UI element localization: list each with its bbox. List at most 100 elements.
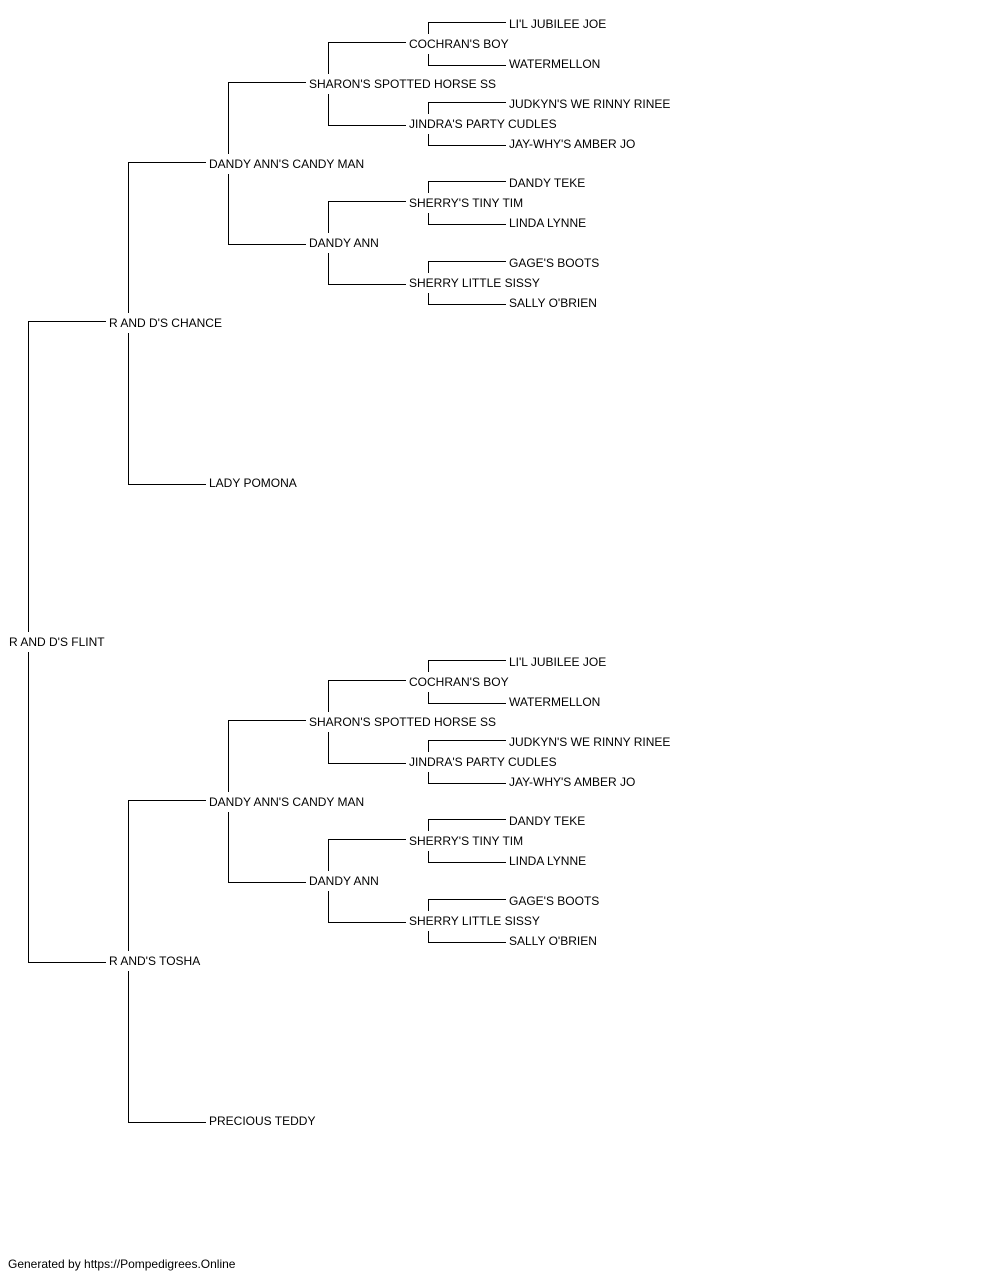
connector-line <box>128 333 129 484</box>
horse-name: LINDA LYNNE <box>508 854 588 868</box>
connector-line <box>328 922 406 923</box>
connector-line <box>328 680 406 681</box>
footer-credit: Generated by https://Pompedigrees.Online <box>8 1257 236 1271</box>
connector-line <box>428 102 429 114</box>
horse-name: JINDRA'S PARTY CUDLES <box>408 755 558 769</box>
connector-line <box>228 882 306 883</box>
connector-line <box>328 763 406 764</box>
connector-line <box>428 942 506 943</box>
horse-name: SHERRY LITTLE SISSY <box>408 914 541 928</box>
connector-line <box>428 134 429 145</box>
horse-name: DANDY TEKE <box>508 176 587 190</box>
connector-line <box>328 839 329 871</box>
horse-name: JINDRA'S PARTY CUDLES <box>408 117 558 131</box>
horse-name: SHERRY'S TINY TIM <box>408 834 525 848</box>
horse-name: PRECIOUS TEDDY <box>208 1114 317 1128</box>
horse-name: LADY POMONA <box>208 476 298 490</box>
connector-line <box>428 293 429 304</box>
horse-name: SALLY O'BRIEN <box>508 934 598 948</box>
connector-line <box>428 819 506 820</box>
connector-line <box>128 484 206 485</box>
connector-line <box>428 65 506 66</box>
connector-line <box>328 680 329 712</box>
horse-name: GAGE'S BOOTS <box>508 894 601 908</box>
connector-line <box>128 1122 206 1123</box>
connector-line <box>228 174 229 244</box>
horse-name: SHARON'S SPOTTED HORSE SS <box>308 77 497 91</box>
connector-line <box>428 22 506 23</box>
horse-name: JUDKYN'S WE RINNY RINEE <box>508 97 672 111</box>
connector-line <box>428 740 506 741</box>
connector-line <box>328 284 406 285</box>
connector-line <box>228 82 306 83</box>
connector-line <box>128 800 206 801</box>
connector-line <box>228 720 306 721</box>
connector-line <box>328 732 329 763</box>
horse-name: SHERRY LITTLE SISSY <box>408 276 541 290</box>
horse-name: SHARON'S SPOTTED HORSE SS <box>308 715 497 729</box>
connector-line <box>328 42 329 74</box>
connector-line <box>228 720 229 792</box>
horse-name: DANDY ANN'S CANDY MAN <box>208 795 366 809</box>
horse-name: WATERMELLON <box>508 57 602 71</box>
horse-name: LI'L JUBILEE JOE <box>508 655 608 669</box>
connector-line <box>328 839 406 840</box>
horse-name: LINDA LYNNE <box>508 216 588 230</box>
connector-line <box>428 703 506 704</box>
connector-line <box>428 660 429 672</box>
horse-name: DANDY ANN'S CANDY MAN <box>208 157 366 171</box>
connector-line <box>228 812 229 882</box>
connector-line <box>328 42 406 43</box>
horse-name: DANDY TEKE <box>508 814 587 828</box>
horse-name: COCHRAN'S BOY <box>408 37 510 51</box>
connector-line <box>428 304 506 305</box>
connector-line <box>428 740 429 752</box>
connector-line <box>428 851 429 862</box>
connector-line <box>128 162 206 163</box>
connector-line <box>28 652 29 962</box>
connector-line <box>128 162 129 313</box>
connector-line <box>428 181 506 182</box>
connector-line <box>28 962 106 963</box>
connector-line <box>428 22 429 34</box>
horse-name: R AND'S TOSHA <box>108 954 202 968</box>
connector-line <box>428 102 506 103</box>
connector-line <box>428 224 506 225</box>
horse-name: SALLY O'BRIEN <box>508 296 598 310</box>
horse-name: SHERRY'S TINY TIM <box>408 196 525 210</box>
connector-line <box>428 783 506 784</box>
connector-line <box>228 244 306 245</box>
horse-name: JUDKYN'S WE RINNY RINEE <box>508 735 672 749</box>
connector-line <box>128 971 129 1122</box>
connector-line <box>228 82 229 154</box>
horse-name: LI'L JUBILEE JOE <box>508 17 608 31</box>
connector-line <box>328 253 329 284</box>
horse-name: GAGE'S BOOTS <box>508 256 601 270</box>
connector-line <box>428 145 506 146</box>
connector-line <box>428 899 429 911</box>
connector-line <box>428 660 506 661</box>
connector-line <box>428 692 429 703</box>
connector-line <box>428 54 429 65</box>
connector-line <box>428 819 429 831</box>
connector-line <box>328 891 329 922</box>
horse-name: JAY-WHY'S AMBER JO <box>508 775 637 789</box>
horse-name: DANDY ANN <box>308 874 380 888</box>
connector-line <box>328 201 406 202</box>
connector-line <box>428 931 429 942</box>
horse-name: COCHRAN'S BOY <box>408 675 510 689</box>
horse-name: JAY-WHY'S AMBER JO <box>508 137 637 151</box>
horse-name: DANDY ANN <box>308 236 380 250</box>
connector-line <box>428 261 506 262</box>
connector-line <box>428 261 429 273</box>
connector-line <box>428 213 429 224</box>
horse-name: R AND D'S FLINT <box>8 635 106 649</box>
connector-line <box>428 862 506 863</box>
connector-line <box>128 800 129 951</box>
connector-line <box>328 201 329 233</box>
connector-line <box>428 899 506 900</box>
horse-name: WATERMELLON <box>508 695 602 709</box>
connector-line <box>428 772 429 783</box>
connector-line <box>328 94 329 125</box>
